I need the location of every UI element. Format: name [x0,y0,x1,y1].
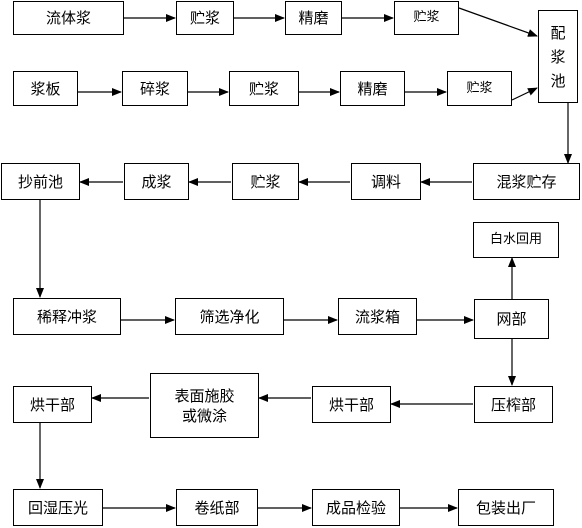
node-zhujiang-2: 贮浆 [394,1,459,35]
node-honggan-1: 烘干部 [312,386,391,423]
node-liutijiang: 流体浆 [13,1,124,35]
node-juanzhi: 卷纸部 [176,489,258,526]
node-zhujiang-5: 贮浆 [232,163,299,200]
node-chengjiang: 成浆 [124,163,189,200]
node-jiangban: 浆板 [13,71,78,106]
arrow-n9-pool [511,87,538,101]
node-jingmo-2: 精磨 [340,71,405,106]
peijiangchi-label: 配 浆 池 [550,23,566,90]
node-zhujiang-3: 贮浆 [229,71,299,106]
node-biaomian: 表面施胶 或微涂 [150,373,259,438]
node-huishi: 回湿压光 [13,489,103,526]
biaomian-label: 表面施胶 或微涂 [174,386,235,425]
node-peijiangchi: 配 浆 池 [538,10,578,103]
node-honggan-2: 烘干部 [13,386,92,423]
node-jianyan: 成品检验 [312,489,400,526]
node-liujiangxiang: 流浆箱 [338,298,417,335]
node-baishui: 白水回用 [473,222,559,258]
node-tiaoliao: 调料 [351,163,421,200]
node-wangbu: 网部 [474,299,549,339]
node-suijiang: 碎浆 [122,71,188,106]
node-baozhuang: 包装出厂 [458,489,554,526]
node-xishi: 稀释冲浆 [13,298,121,335]
node-zhujiang-4: 贮浆 [447,71,512,106]
node-zhujiang-1: 贮浆 [176,1,234,35]
node-shaixuan: 筛选净化 [175,298,284,335]
node-hunjiang: 混浆贮存 [473,163,580,200]
node-jingmo-1: 精磨 [285,1,342,35]
node-yazhabu: 压榨部 [474,386,553,423]
node-chaoqianchi: 抄前池 [1,163,80,200]
arrow-n4-pool [458,7,538,37]
